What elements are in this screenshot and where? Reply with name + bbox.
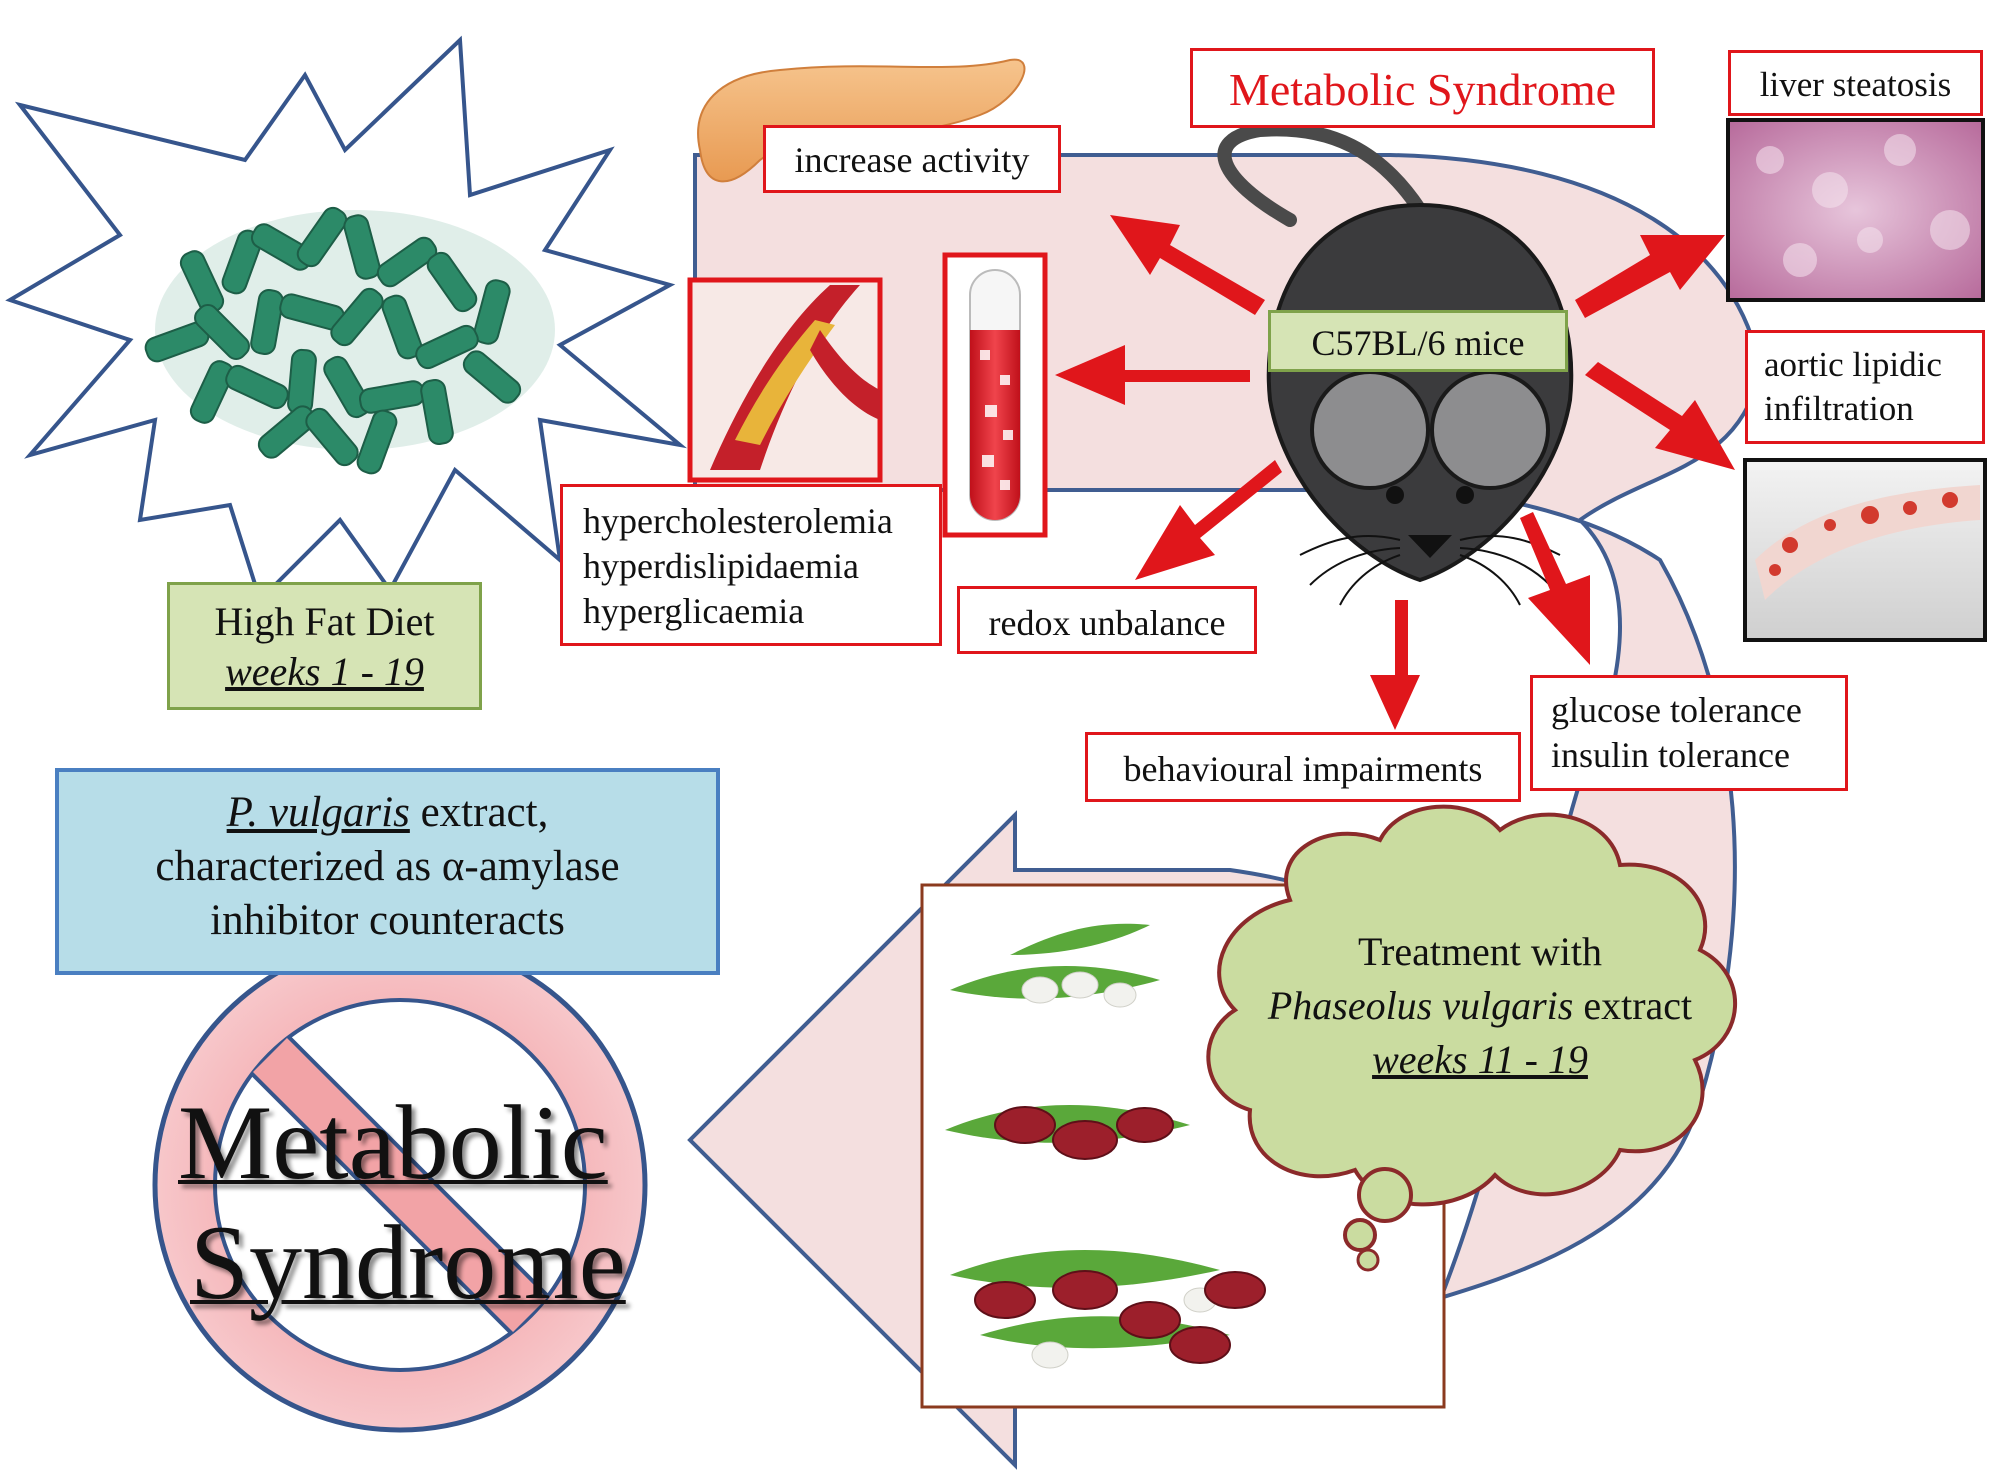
diet-box: High Fat Diet weeks 1 - 19 — [167, 582, 482, 710]
arrow-to-aorta — [1585, 362, 1735, 470]
aorta-effect-1: aortic lipidic — [1764, 345, 1942, 384]
pancreas-effect: increase activity — [794, 140, 1030, 180]
mouse-image — [1217, 122, 1574, 606]
pancreas-image — [697, 58, 1026, 183]
effect-arrows — [1055, 215, 1735, 730]
diet-weeks: weeks 1 - 19 — [225, 649, 424, 694]
conclusion-box: P. vulgaris extract, characterized as α-… — [55, 768, 720, 975]
arrow-to-pancreas — [1110, 215, 1265, 315]
no-sign-word-2: Syndrome — [190, 1204, 626, 1321]
no-sign-word-1: Metabolic — [178, 1084, 608, 1201]
treatment-species: Phaseolus vulgaris — [1267, 983, 1574, 1028]
pellets-image — [144, 206, 555, 475]
redox-effect: redox unbalance — [988, 603, 1226, 643]
treatment-line-2: Phaseolus vulgaris extract — [1230, 979, 1730, 1033]
tolerance-effect-box: glucose tolerance insulin tolerance — [1530, 675, 1848, 791]
blood-effect-2: hyperdislipidaemia — [583, 546, 859, 586]
behaviour-effect-box: behavioural impairments — [1085, 732, 1521, 802]
treatment-extract: extract — [1573, 983, 1693, 1028]
blood-effect-1: hypercholesterolemia — [583, 501, 893, 541]
aorta-effect-box: aortic lipidic infiltration — [1745, 330, 1985, 444]
arrow-to-behaviour — [1370, 600, 1420, 730]
treatment-weeks: weeks 11 - 19 — [1372, 1037, 1588, 1082]
arrow-to-tube — [1055, 345, 1250, 405]
conclusion-line-3: inhibitor counteracts — [210, 896, 565, 944]
test-tube-image — [942, 252, 1048, 538]
treatment-line-1: Treatment with — [1357, 929, 1603, 974]
pancreas-effect-box: increase activity — [763, 125, 1061, 193]
artery-image — [687, 277, 883, 483]
no-sign — [152, 937, 648, 1433]
arrow-to-redox — [1135, 460, 1282, 580]
arrow-to-liver — [1575, 235, 1725, 318]
mouse-label: C57BL/6 mice — [1311, 323, 1525, 363]
page-title: Metabolic Syndrome — [1228, 64, 1617, 115]
liver-effect-box: liver steatosis — [1728, 50, 1983, 116]
tolerance-effect-1: glucose tolerance — [1551, 690, 1802, 730]
blood-effects-box: hypercholesterolemia hyperdislipidaemia … — [560, 484, 942, 646]
liver-effect: liver steatosis — [1759, 65, 1952, 104]
mouse-label-box: C57BL/6 mice — [1268, 310, 1568, 372]
behaviour-effect: behavioural impairments — [1123, 749, 1483, 789]
redox-effect-box: redox unbalance — [957, 586, 1257, 654]
conclusion-rest: extract, — [409, 789, 549, 836]
conclusion-line-2: characterized as α-amylase — [155, 842, 620, 890]
blood-effect-3: hyperglicaemia — [583, 591, 805, 631]
aorta-effect-2: infiltration — [1764, 388, 1914, 428]
conclusion-line-1: P. vulgaris extract, — [59, 786, 716, 840]
aorta-histology-image — [1743, 458, 1987, 642]
treatment-text: Treatment with Phaseolus vulgaris extrac… — [1230, 925, 1730, 1087]
arrow-to-tolerance — [1520, 512, 1590, 665]
tolerance-effect-2: insulin tolerance — [1551, 735, 1790, 775]
diet-name: High Fat Diet — [214, 599, 435, 644]
conclusion-species: P. vulgaris — [226, 789, 410, 836]
liver-histology-image — [1726, 118, 1985, 302]
thought-cloud — [1206, 804, 1737, 1272]
title-box: Metabolic Syndrome — [1190, 48, 1655, 128]
